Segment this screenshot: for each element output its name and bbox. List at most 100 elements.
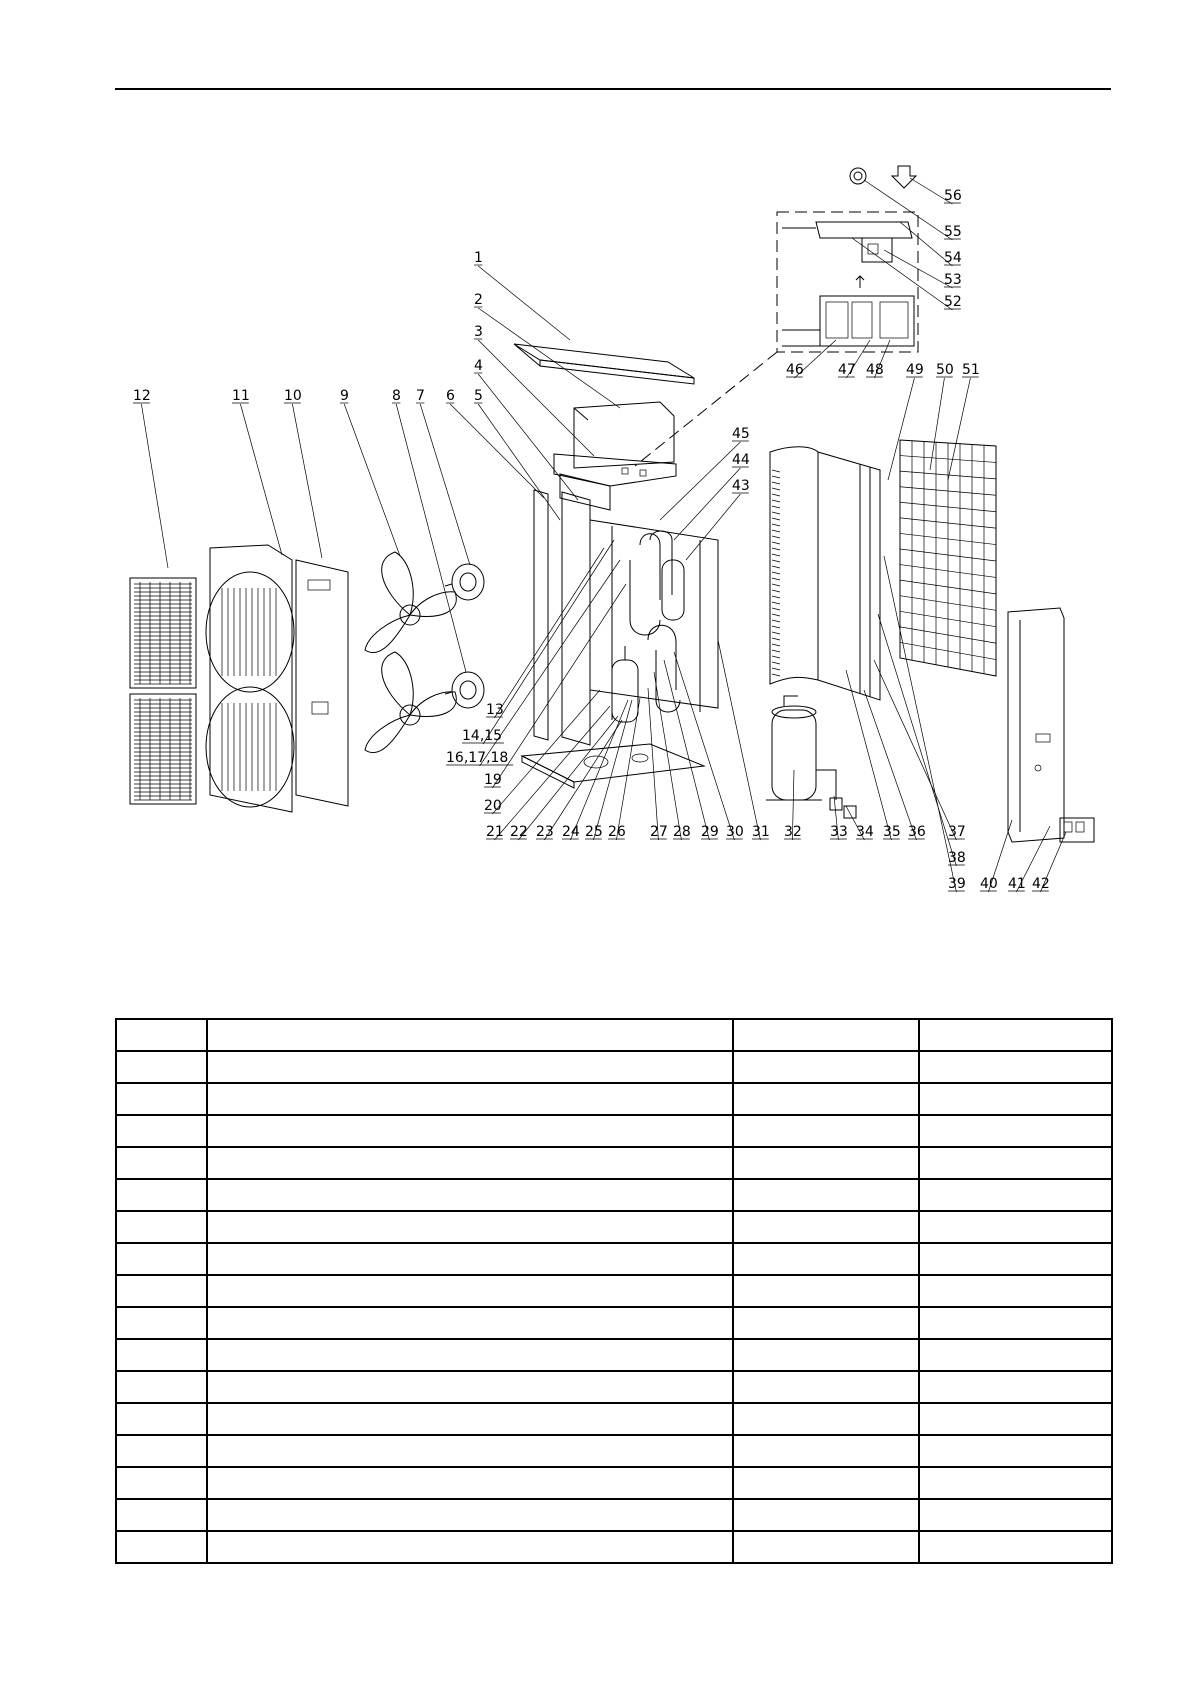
leader-line-52 (851, 237, 953, 311)
arrow-down-icon (890, 165, 918, 189)
table-cell (918, 1210, 1113, 1244)
electric-control-board-assembly (782, 295, 915, 347)
leader-line-36 (863, 689, 917, 841)
fan-motor-lower (444, 671, 485, 709)
electric-box (553, 453, 677, 511)
front-grille-lower (129, 693, 197, 805)
table-cell (115, 1242, 208, 1276)
partition-plate (295, 559, 349, 807)
table-row (115, 1146, 1113, 1180)
table-cell (206, 1434, 734, 1468)
callout-label-38: 38 (948, 850, 966, 866)
leader-line-29 (663, 659, 710, 841)
callout-label-3: 3 (474, 324, 483, 340)
table-cell (115, 1050, 208, 1084)
parts-list-table (115, 1018, 1113, 1564)
callout-label-56: 56 (944, 188, 962, 204)
leader-line-51 (947, 377, 971, 481)
leader-line-16-17-18 (479, 559, 621, 767)
table-cell (115, 1082, 208, 1116)
table-row (115, 1434, 1113, 1468)
table-row (115, 1530, 1113, 1564)
leader-line-11 (240, 403, 283, 556)
table-cell (206, 1146, 734, 1180)
table-cell (732, 1114, 920, 1148)
callout-label-39: 39 (948, 876, 966, 892)
fan-motor-upper (444, 563, 485, 601)
table-cell (206, 1242, 734, 1276)
leader-line-2 (477, 307, 621, 409)
leader-line-30 (673, 651, 735, 841)
terminal-block (1059, 817, 1095, 843)
table-cell (732, 1530, 920, 1564)
leader-line-1 (477, 265, 571, 341)
callout-label-27: 27 (650, 824, 668, 840)
table-cell (732, 1210, 920, 1244)
header-rule (115, 88, 1111, 90)
callout-label-46: 46 (786, 362, 804, 378)
table-cell (206, 1338, 734, 1372)
rear-guard-net (899, 439, 997, 677)
callout-label-29: 29 (701, 824, 719, 840)
electric-box-lid (782, 221, 913, 263)
top-cover (513, 343, 695, 385)
leader-line-13 (494, 547, 605, 719)
main-frame (589, 519, 719, 720)
leader-line-37 (873, 659, 957, 841)
table-cell (918, 1370, 1113, 1404)
compressor (766, 695, 822, 801)
front-grille-upper (129, 577, 197, 689)
table-cell (115, 1274, 208, 1308)
exploded-view-diagram: 1234567891011121314,1516,17,181920212223… (129, 165, 1095, 893)
service-valves (816, 769, 857, 819)
table-cell (115, 1466, 208, 1500)
table-cell (732, 1178, 920, 1212)
callout-label-26: 26 (608, 824, 626, 840)
leader-line-20 (492, 689, 601, 815)
accumulator (611, 646, 639, 723)
callout-label-1: 1 (474, 250, 483, 266)
table-cell (918, 1434, 1113, 1468)
table-cell (206, 1178, 734, 1212)
table-cell (115, 1338, 208, 1372)
callout-label-43: 43 (732, 478, 750, 494)
front-panel (205, 544, 295, 813)
right-side-panel (1007, 607, 1065, 843)
leader-line-54 (899, 221, 953, 267)
leader-line-34 (845, 805, 865, 841)
callout-label-54: 54 (944, 250, 962, 266)
leader-line-24 (570, 699, 629, 841)
table-cell (206, 1530, 734, 1564)
callout-label-4: 4 (474, 358, 483, 374)
table-cell (206, 1082, 734, 1116)
table-cell (206, 1402, 734, 1436)
callout-label-5: 5 (474, 388, 483, 404)
callout-label-36: 36 (908, 824, 926, 840)
table-cell (732, 1306, 920, 1340)
table-cell (918, 1338, 1113, 1372)
leader-line-49 (887, 377, 915, 481)
callout-label-45: 45 (732, 426, 750, 442)
table-cell (206, 1306, 734, 1340)
table-cell (918, 1498, 1113, 1532)
leader-line-48 (874, 339, 891, 379)
table-cell (732, 1050, 920, 1084)
callout-label-32: 32 (784, 824, 802, 840)
table-row (115, 1402, 1113, 1436)
table-cell (918, 1146, 1113, 1180)
callout-label-12: 12 (133, 388, 151, 404)
table-cell (115, 1434, 208, 1468)
callout-label-19: 19 (484, 772, 502, 788)
table-cell (918, 1114, 1113, 1148)
table-cell (115, 1530, 208, 1564)
table-cell (206, 1018, 734, 1052)
callout-label-53: 53 (944, 272, 962, 288)
table-cell (918, 1274, 1113, 1308)
leader-line-46 (794, 339, 837, 379)
table-row (115, 1178, 1113, 1212)
rubber-grommet (849, 167, 867, 185)
table-cell (115, 1498, 208, 1532)
electric-control-detail-frame (634, 211, 919, 467)
leader-line-43 (685, 493, 741, 561)
leader-line-33 (833, 795, 839, 841)
